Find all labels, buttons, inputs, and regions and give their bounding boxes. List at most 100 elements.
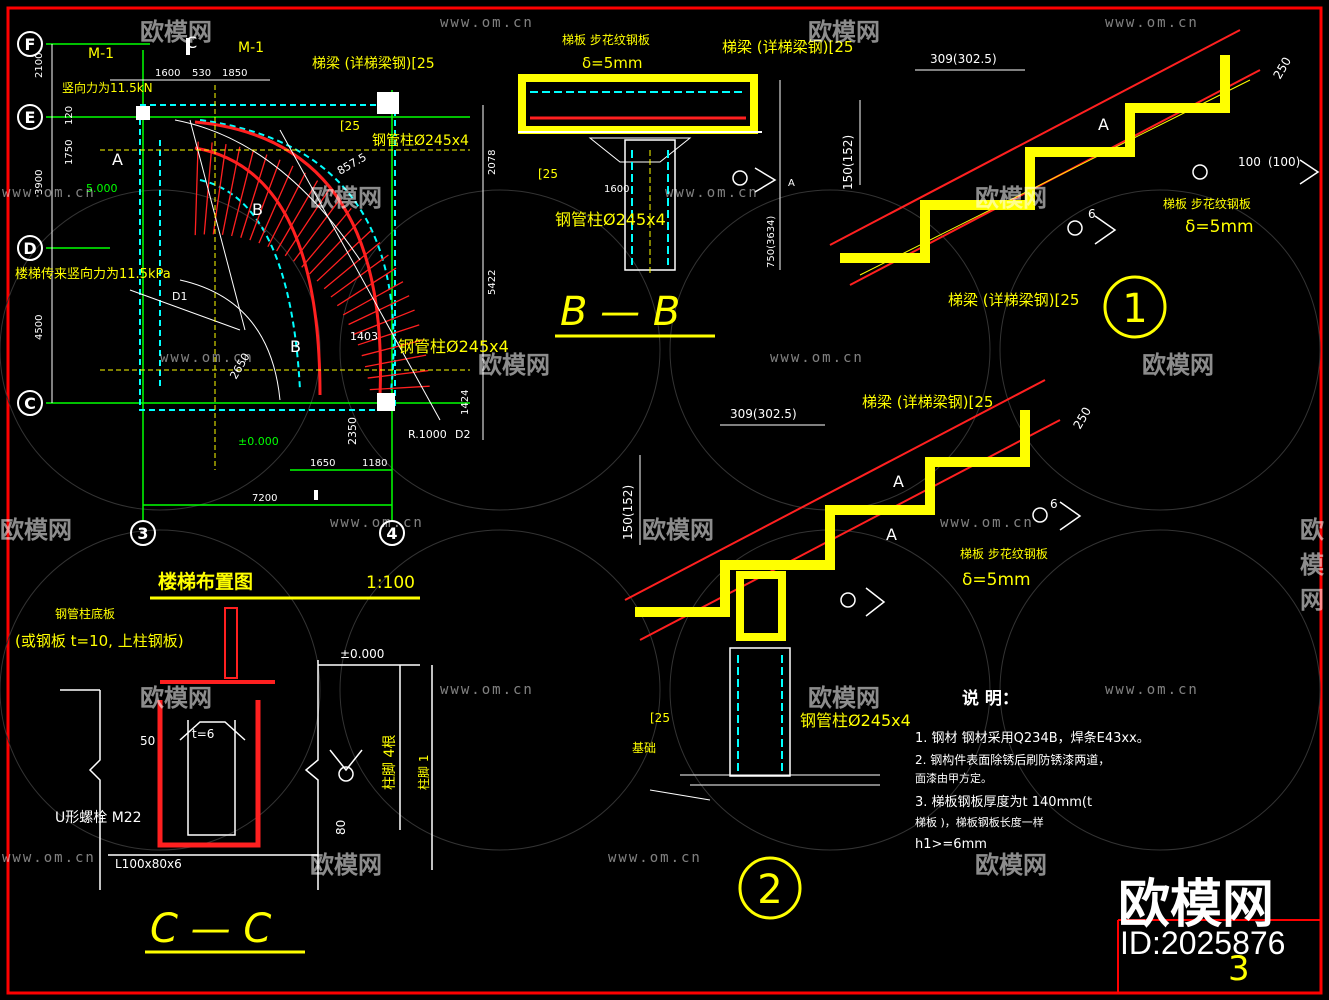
notes-item-6: h1>=6mm — [915, 837, 987, 852]
axis-label-4: 4 — [386, 524, 397, 543]
bb-label-plate: 梯板 步花纹钢板 — [562, 32, 650, 47]
watermark-url: www.om.cn — [160, 350, 254, 366]
label-2350: 2350 — [346, 417, 359, 445]
dim-3900: 3900 — [34, 170, 45, 195]
d2-beam: 梯梁 (详梯梁钢)[25 — [862, 393, 993, 411]
detail2-steps — [635, 410, 1030, 617]
watermark-logo: 欧模网 — [1142, 351, 1214, 379]
notes-item-4: 3. 梯板钢板厚度为t 140mm(t — [915, 794, 1092, 810]
cc-side2: 柱脚 1 — [416, 755, 431, 790]
notes-item-2: 2. 钢构件表面除锈后刷防锈漆两道， — [915, 752, 1110, 767]
cc-side1: 柱脚 4根 — [382, 735, 398, 790]
d1-rise: 150(152) — [841, 135, 855, 190]
watermark-logo: 欧模网 — [310, 184, 382, 212]
label-force1: 竖向力为11.5kN — [62, 80, 153, 95]
bb-label-ch25: [25 — [538, 167, 558, 181]
watermark-url: www.om.cn — [1105, 682, 1199, 698]
label-bar25: [25 — [340, 119, 360, 133]
stair-tread-line — [367, 369, 429, 379]
detail1-steps — [840, 55, 1230, 263]
d2-plate: 梯板 步花纹钢板 — [960, 546, 1048, 561]
watermark-logo: 欧模网 — [808, 684, 880, 712]
axis-label-e: E — [25, 108, 36, 127]
d2-number: 2 — [757, 867, 782, 913]
dim-4500: 4500 — [34, 315, 45, 340]
dim-1750: 1750 — [64, 140, 75, 165]
notes: 说 明： 1. 钢材 钢材采用Q234B，焊条E43xx。 2. 钢构件表面除锈… — [915, 688, 1150, 852]
stair-tread-line — [276, 180, 319, 252]
stair-tread-line — [212, 144, 227, 235]
stair-tread-line — [267, 172, 307, 248]
stair-tread-line — [258, 165, 294, 244]
stair-tread-line — [249, 159, 281, 241]
bb-label-delta: δ=5mm — [582, 54, 643, 72]
watermark-logo: 欧模网 — [310, 851, 382, 879]
bb-channel-top — [518, 74, 758, 134]
watermark-logo: 欧模网 — [642, 516, 714, 544]
dim-1180: 1180 — [362, 458, 387, 469]
cc-elev: ±0.000 — [340, 647, 384, 661]
d1-beam: 梯梁 (详梯梁钢)[25 — [948, 291, 1079, 309]
d1-bolt: 100 — [1238, 155, 1261, 169]
label-m1a: M-1 — [88, 46, 114, 62]
stair-tread-line — [309, 218, 362, 275]
label-d2: D2 — [455, 428, 470, 441]
column-e4 — [377, 92, 399, 114]
label-force2: 楼梯传来竖向力为11.5kPa — [15, 266, 171, 282]
watermark-logo: 欧模网 — [1300, 516, 1324, 614]
d2-a2: A — [886, 525, 897, 544]
dim-530: 530 — [192, 68, 211, 79]
bb-w1600: 1600 — [604, 184, 629, 195]
d2-steel: 钢管柱Ø245x4 — [800, 711, 911, 730]
stair-tread-line — [361, 339, 424, 357]
plan-scale: 1:100 — [366, 573, 415, 593]
label-elev0: ±0.000 — [238, 435, 279, 448]
section-bb: 梯板 步花纹钢板 δ=5mm 梯梁 (详梯梁钢)[25 [25 钢管柱Ø245x… — [518, 32, 853, 338]
stair-inner-arc — [199, 179, 301, 391]
brand-id: ID:2025876 — [1120, 925, 1286, 961]
column-c4 — [377, 393, 395, 411]
label-b2: B — [290, 337, 301, 356]
d2-tread: 309(302.5) — [730, 407, 797, 421]
notes-title: 说 明： — [962, 688, 1019, 709]
watermark-logo: 欧模网 — [478, 351, 550, 379]
label-d1: D1 — [172, 290, 187, 303]
d1-delta: δ=5mm — [1185, 217, 1254, 237]
cc-t6: t=6 — [192, 727, 214, 741]
cc-bolt: U形螺栓 M22 — [55, 810, 142, 826]
watermark-url: www.om.cn — [608, 850, 702, 866]
watermark-url: www.om.cn — [940, 515, 1034, 531]
sheet-number: 3 — [1228, 949, 1250, 989]
label-m1b: M-1 — [238, 40, 264, 56]
section-cc: 钢管柱底板 (或钢板 t=10, 上柱钢板) 柱脚 4根 柱脚 1 t=6 50… — [15, 606, 433, 954]
d2-w250: 250 — [1070, 405, 1094, 432]
d1-number-circle — [1103, 275, 1167, 339]
cc-title: C — C — [150, 906, 271, 952]
d1-w250: 250 — [1270, 55, 1294, 82]
stair-tread-line — [316, 229, 372, 282]
notes-item-5: 梯板 )，梯板钢板长度一样 — [915, 815, 1044, 829]
stair-tread-line — [221, 146, 241, 235]
dim-2078: 2078 — [487, 150, 498, 175]
dim-5422: 5422 — [487, 270, 498, 295]
stair-plan: F E D C 3 4 2100 1750 120 3900 4500 1600… — [15, 31, 509, 600]
dim-1850: 1850 — [222, 68, 247, 79]
label-a: A — [112, 150, 123, 169]
notes-item-3: 面漆由甲方定。 — [915, 771, 992, 785]
label-1403: 1403 — [350, 330, 378, 343]
dim-120: 120 — [64, 106, 75, 125]
d2-a1: A — [893, 472, 904, 491]
watermark-logo: 欧模网 — [0, 516, 72, 544]
d2-base: 基础 — [632, 741, 656, 755]
cc-angle: L100x80x6 — [115, 857, 182, 871]
label-steel1: 钢管柱Ø245x4 — [372, 133, 469, 149]
stair-tread-line — [194, 141, 199, 236]
detail-1: 309(302.5) 150(152) 250 A 100 (100) 6 梯板… — [829, 29, 1320, 339]
dim-7200: 7200 — [252, 493, 277, 504]
bb-h750: 750(3634) — [766, 216, 777, 268]
dim-1650: 1650 — [310, 458, 335, 469]
d2-column — [729, 647, 791, 777]
d2-ch25: [25 — [650, 711, 670, 725]
stair-tread-line — [369, 385, 430, 391]
label-b: B — [252, 200, 263, 219]
